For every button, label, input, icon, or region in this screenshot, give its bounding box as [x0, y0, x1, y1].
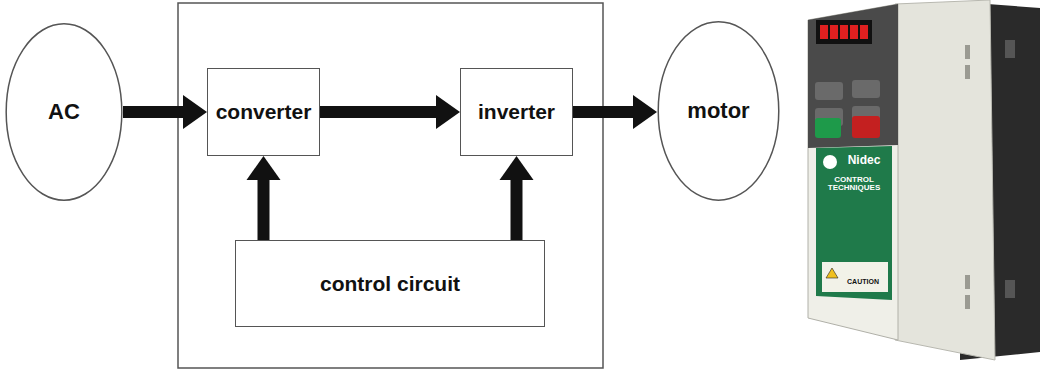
node-label: converter	[216, 100, 312, 123]
flow-arrow	[247, 156, 281, 240]
arrow-head	[247, 156, 281, 180]
node-label: AC	[48, 100, 80, 124]
converter-box: converter	[207, 68, 320, 156]
source-circle: AC	[5, 22, 123, 202]
text-holder: motor	[687, 99, 749, 123]
node-label: motor	[687, 99, 749, 123]
text-holder: AC	[48, 100, 80, 124]
arrow-head	[633, 95, 657, 129]
inverter-box: inverter	[460, 68, 573, 156]
text-holder: control circuit	[320, 272, 460, 295]
warning-label: CAUTION	[840, 278, 886, 285]
text-holder: converter	[216, 100, 312, 123]
arrow-shaft	[320, 106, 438, 118]
arrow-shaft	[258, 178, 270, 240]
node-label: control circuit	[320, 272, 460, 295]
arrow-shaft	[123, 106, 185, 118]
control-box: control circuit	[235, 240, 545, 327]
flow-arrow	[320, 95, 460, 129]
brand-name: Nidec	[838, 154, 890, 167]
node-label: inverter	[478, 100, 555, 123]
drive-enclosure	[178, 3, 603, 368]
arrow-head	[183, 95, 207, 129]
arrow-shaft	[573, 106, 635, 118]
arrow-shaft	[511, 178, 523, 240]
motor-circle: motor	[657, 20, 780, 202]
arrow-head	[500, 156, 534, 180]
text-holder: inverter	[478, 100, 555, 123]
arrow-head	[436, 95, 460, 129]
flow-arrow	[573, 95, 657, 129]
brand-subtitle: CONTROL TECHNIQUES	[818, 176, 890, 193]
drive-photo	[808, 0, 1040, 360]
flow-arrow	[500, 156, 534, 240]
flow-arrow	[123, 95, 207, 129]
